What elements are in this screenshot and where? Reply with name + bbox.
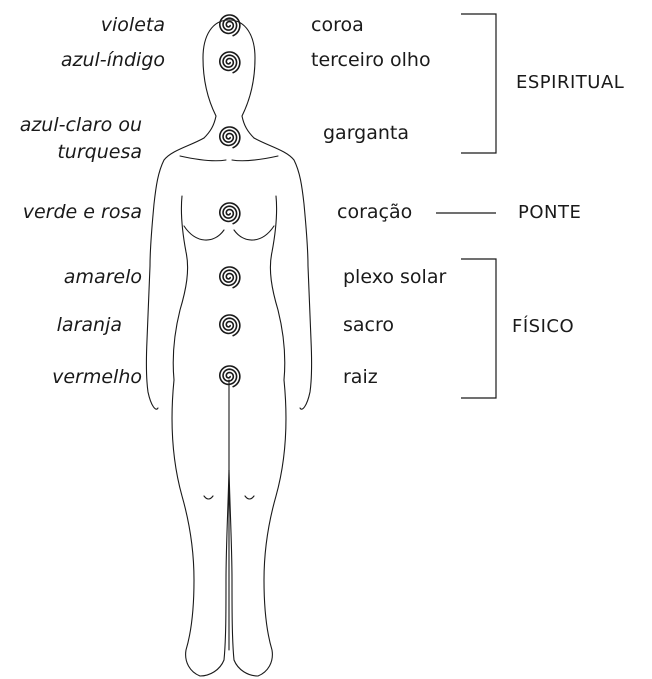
spiral-icon-raiz: [218, 365, 241, 388]
spiral-icon-garganta: [218, 126, 241, 149]
color-label-azul-indigo: azul-índigo: [60, 49, 165, 71]
color-label-violeta: violeta: [100, 14, 165, 36]
waist-left: [172, 195, 189, 381]
chakra-name-plexo-solar: plexo solar: [343, 266, 447, 288]
chakra-name-coroa: coroa: [311, 14, 364, 36]
bracket-fisico: [461, 258, 497, 399]
bust-left: [183, 225, 225, 241]
spiral-icon-terceiro-olho: [218, 51, 241, 74]
chakra-name-coracao: coração: [337, 201, 413, 223]
color-label-azul-claro: azul-claro ou: [19, 114, 142, 136]
spiral-icon-coroa: [218, 14, 241, 37]
chakra-name-garganta: garganta: [323, 122, 410, 144]
leg-outline-left: [171, 379, 230, 677]
leg-outline-right: [228, 379, 287, 677]
group-label-fisico: FÍSICO: [512, 316, 575, 337]
torso-outline-right: [253, 137, 313, 410]
color-label-vermelho: vermelho: [52, 366, 142, 388]
spiral-icon-sacro: [218, 314, 241, 337]
collarbone-right: [231, 155, 279, 162]
knee-right: [244, 495, 255, 500]
group-label-espiritual: ESPIRITUAL: [516, 72, 625, 93]
spiral-icon-coracao: [218, 202, 241, 225]
chakra-name-terceiro-olho: terceiro olho: [311, 49, 431, 71]
chakra-spirals: [218, 14, 241, 388]
chakra-name-raiz: raiz: [343, 366, 378, 388]
spiral-icon-plexo-solar: [218, 266, 241, 289]
color-label-turquesa: turquesa: [57, 141, 142, 163]
waist-right: [269, 195, 286, 381]
bracket-espiritual: [461, 13, 497, 154]
chakra-name-sacro: sacro: [343, 314, 395, 336]
knee-left: [203, 495, 214, 500]
group-label-ponte: PONTE: [518, 202, 582, 223]
color-label-verde-e-rosa: verde e rosa: [22, 201, 142, 223]
head-outline: [202, 19, 256, 139]
color-label-laranja: laranja: [56, 314, 122, 336]
color-label-amarelo: amarelo: [63, 266, 142, 288]
collarbone-left: [179, 155, 227, 162]
bust-right: [233, 225, 275, 241]
torso-outline-left: [145, 137, 205, 410]
